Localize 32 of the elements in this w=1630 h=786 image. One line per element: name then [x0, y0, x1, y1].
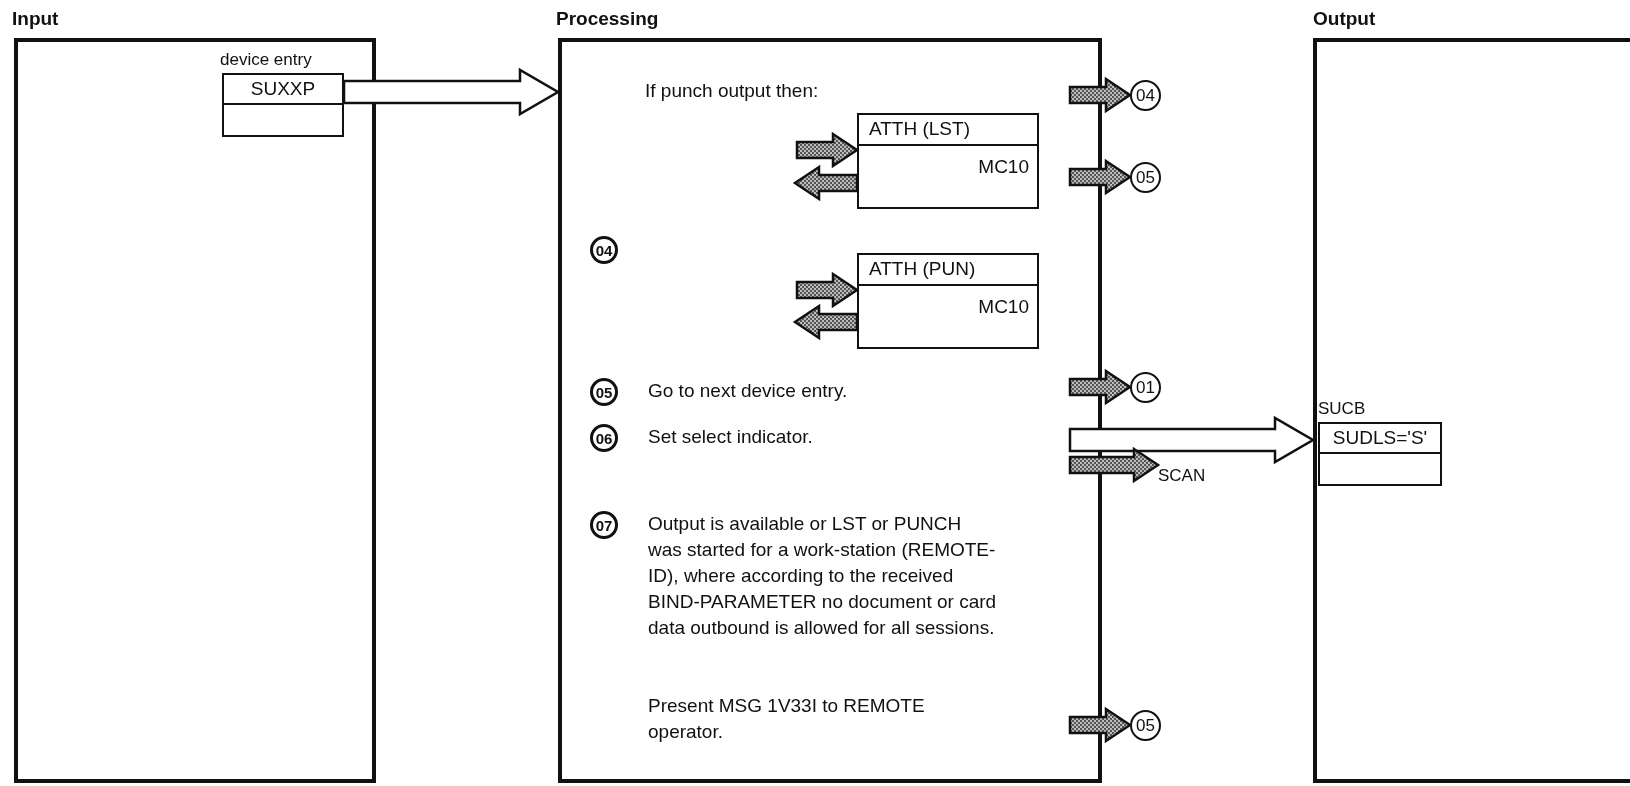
step-number: 06 — [590, 424, 618, 452]
panel-heading: Input — [12, 8, 59, 30]
step-number: 04 — [590, 236, 618, 264]
shaded-arrow — [792, 303, 859, 341]
shaded-arrow — [1068, 76, 1133, 114]
field-name: ATTH (PUN) — [869, 258, 976, 280]
shaded-arrow — [795, 271, 860, 309]
shaded-arrow — [792, 164, 859, 202]
shaded-arrow — [1068, 158, 1133, 196]
shaded-arrow — [1068, 446, 1161, 484]
shaded-arrow — [795, 131, 860, 169]
step-text: Output is available or LST or PUNCH was started for a work-station (REMOTE-ID), where according to the received BIND-PARAMETER no document or card data outbound is allowed for all sessions. — [648, 512, 998, 640]
panel-heading: Output — [1313, 8, 1376, 30]
module-name: MC10 — [978, 156, 1029, 178]
field-name: SUDLS='S' — [1331, 427, 1429, 449]
module-name: MC10 — [978, 296, 1029, 318]
target-label: SCAN — [1158, 466, 1206, 486]
step-text: Set select indicator. — [648, 425, 814, 449]
step-text: Go to next device entry. — [648, 379, 849, 403]
block-caption: device entry — [220, 50, 312, 70]
field-name: SUXXP — [249, 78, 317, 100]
step-number: 07 — [590, 511, 618, 539]
block-caption: SUCB — [1318, 399, 1366, 419]
hollow-arrow — [1068, 415, 1316, 465]
shaded-arrow — [1068, 706, 1133, 744]
field-name: ATTH (LST) — [869, 118, 970, 140]
shaded-arrow — [1068, 368, 1133, 406]
step-text: Present MSG 1V33I to REMOTE operator. — [648, 694, 926, 744]
step-number: 05 — [590, 378, 618, 406]
panel-heading: Processing — [556, 8, 659, 30]
condition-text: If punch output then: — [645, 79, 820, 103]
hollow-arrow — [342, 67, 561, 117]
